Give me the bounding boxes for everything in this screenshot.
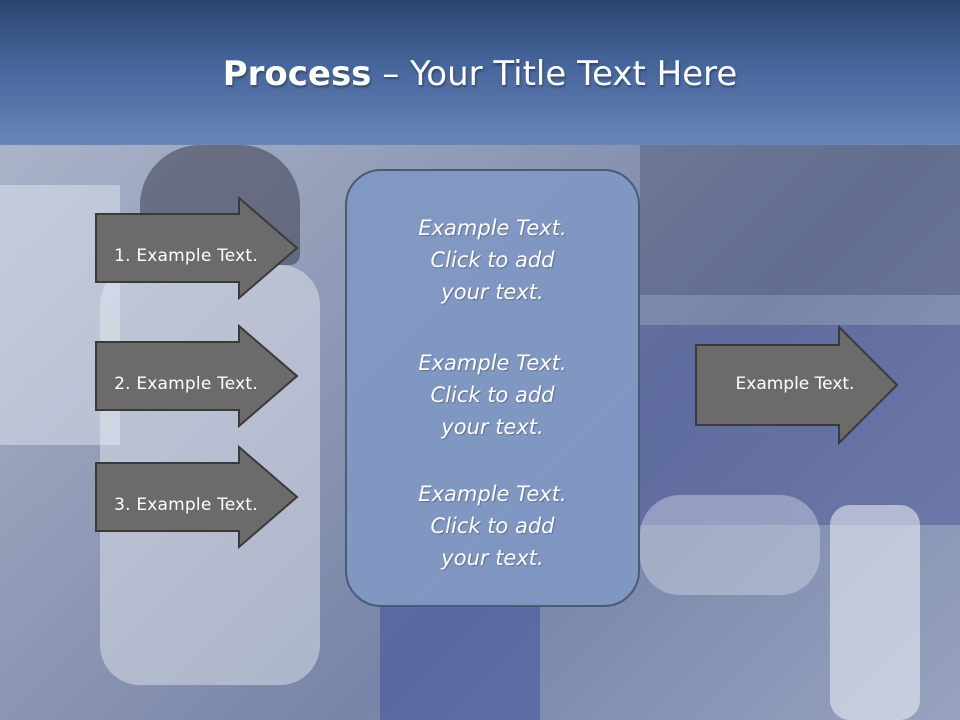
center-paragraph-3[interactable]: Example Text. Click to add your text. xyxy=(418,482,567,570)
process-arrow-1-label: 1. Example Text. xyxy=(114,246,258,266)
paper-towel-shape xyxy=(830,505,920,720)
shelf-shape xyxy=(640,145,960,295)
center-paragraph-2[interactable]: Example Text. Click to add your text. xyxy=(418,351,567,439)
process-arrow-3-label: 3. Example Text. xyxy=(114,495,258,515)
center-paragraph-1[interactable]: Example Text. Click to add your text. xyxy=(418,216,567,304)
process-arrow-1[interactable] xyxy=(94,196,300,300)
title-band: Process – Your Title Text Here xyxy=(0,0,960,145)
foil-beakers-shape xyxy=(640,495,820,595)
process-arrow-3[interactable] xyxy=(94,445,300,549)
result-arrow-label: Example Text. xyxy=(735,374,855,394)
title-rest: – Your Title Text Here xyxy=(371,54,738,94)
process-arrow-2[interactable] xyxy=(94,324,300,428)
center-text-box[interactable] xyxy=(345,169,640,607)
blue-folder-shape xyxy=(380,605,540,720)
slide-title[interactable]: Process – Your Title Text Here xyxy=(0,52,960,96)
result-arrow[interactable] xyxy=(694,325,900,445)
title-bold: Process xyxy=(222,54,372,94)
process-arrow-2-label: 2. Example Text. xyxy=(114,374,258,394)
